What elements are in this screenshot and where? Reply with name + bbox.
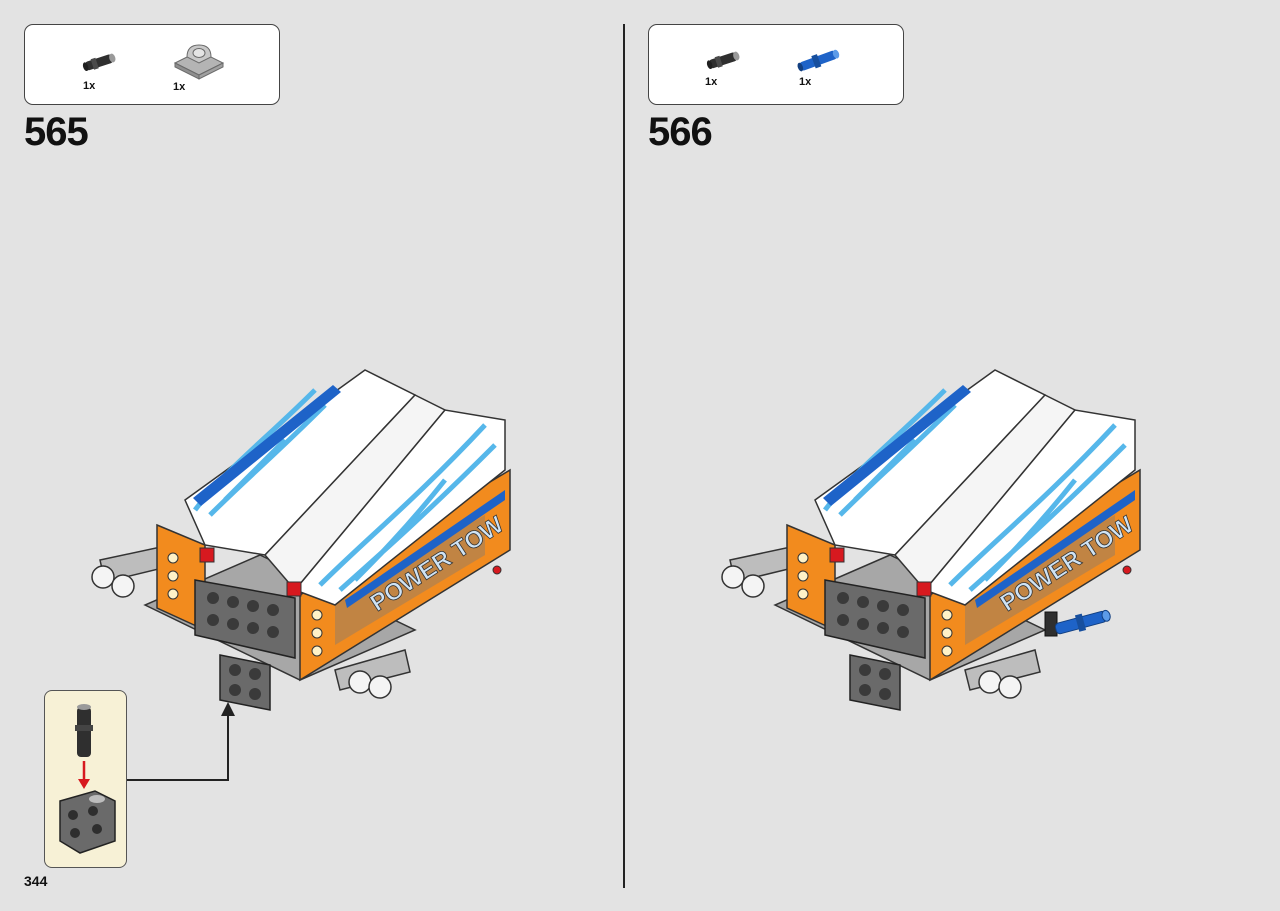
page-number: 344 [24, 873, 48, 889]
connector-pin-black-icon: 1x [73, 41, 143, 101]
sub-assembly-pin-into-plate-icon [59, 704, 116, 854]
axle-pin-blue-icon: 1x [789, 39, 859, 99]
parts-list-step-565: 1x 1x [24, 24, 280, 105]
page-divider [623, 24, 625, 888]
parts-list-step-566: 1x 1x [648, 24, 904, 105]
connector-pin-black-icon: 1x [697, 39, 767, 99]
qty-label: 1x [705, 76, 718, 88]
qty-label: 1x [83, 80, 96, 92]
added-blue-axle-pin [1054, 609, 1111, 635]
model-assembly-566: POWER TOW [721, 369, 1141, 711]
qty-label: 1x [173, 81, 186, 93]
plate-with-hole-gray-icon: 1x [165, 37, 235, 97]
step-number-566: 566 [648, 110, 713, 154]
sub-assembly-callout [44, 690, 127, 868]
qty-label: 1x [799, 76, 812, 88]
callout-connector-arrow [125, 702, 235, 781]
model-assembly-565: POWER TOW [91, 369, 511, 711]
step-number-565: 565 [24, 110, 89, 154]
